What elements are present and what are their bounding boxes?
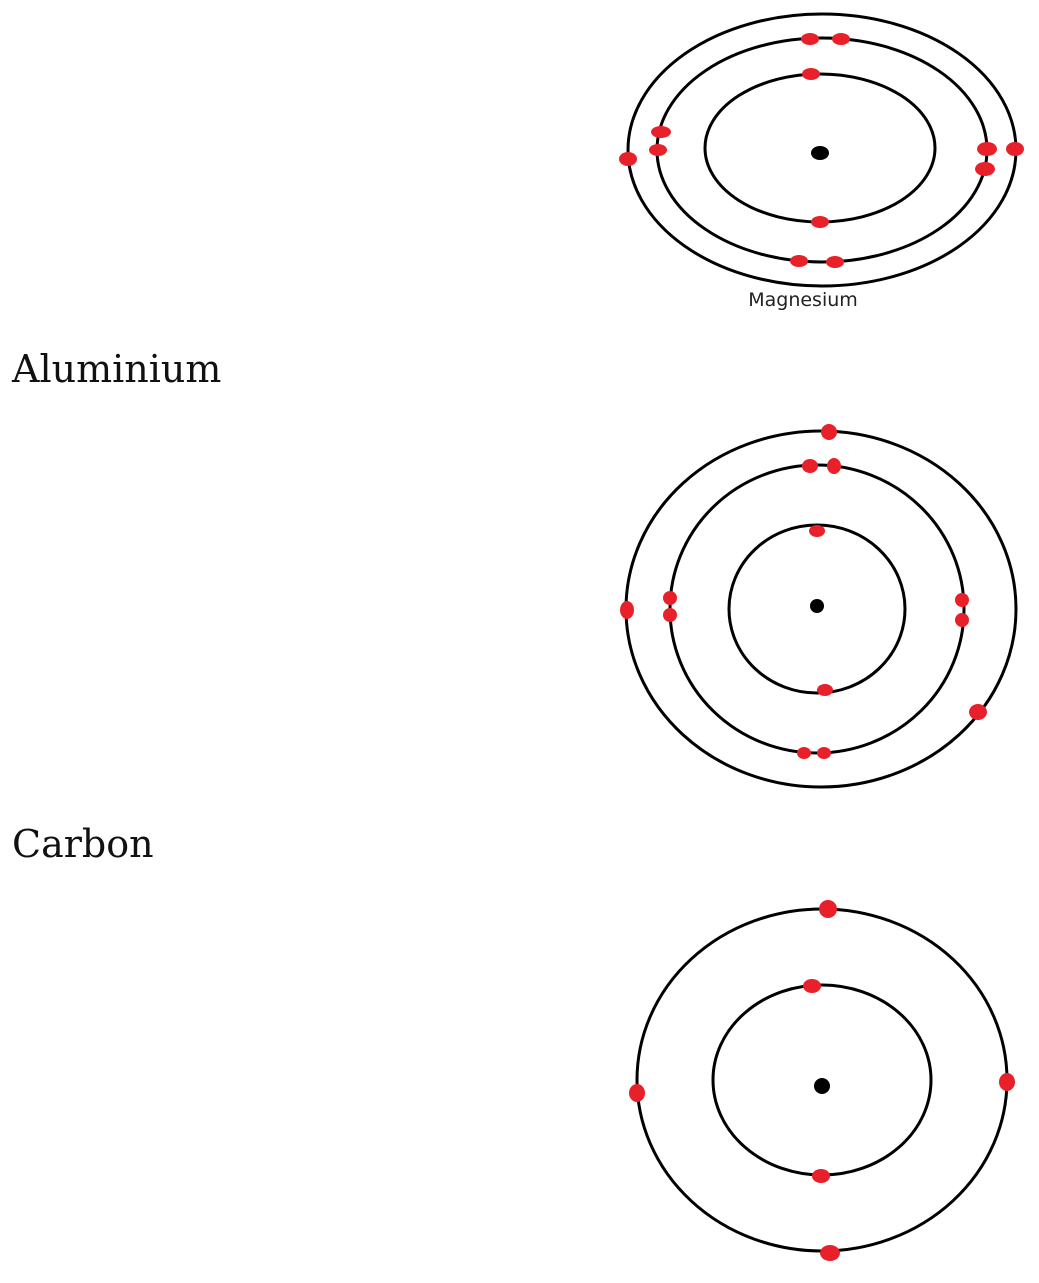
aluminium-electron [663, 608, 677, 622]
magnesium-atom-diagram: Magnesium [619, 12, 1024, 311]
magnesium-electron [619, 152, 637, 166]
aluminium-electron [802, 459, 818, 473]
magnesium-electron [801, 33, 819, 45]
magnesium-electron [1006, 142, 1024, 156]
carbon-electron [629, 1084, 645, 1102]
carbon-heading: Carbon [12, 822, 154, 866]
magnesium-electron [649, 144, 667, 156]
aluminium-electron [809, 525, 825, 537]
aluminium-nucleus [810, 599, 824, 613]
aluminium-atom-diagram [620, 424, 1018, 789]
carbon-electron [819, 900, 837, 918]
aluminium-electron [620, 601, 634, 619]
carbon-nucleus [814, 1078, 830, 1094]
magnesium-electron [832, 33, 850, 45]
aluminium-electron [797, 747, 811, 759]
carbon-atom-diagram [629, 900, 1015, 1261]
carbon-electron [820, 1245, 840, 1261]
aluminium-electron [663, 591, 677, 605]
carbon-electron [999, 1073, 1015, 1091]
aluminium-electron [955, 593, 969, 607]
magnesium-electron [826, 256, 844, 268]
magnesium-electron [975, 162, 995, 176]
aluminium-electron [817, 747, 831, 759]
aluminium-electron [827, 458, 841, 474]
magnesium-electron [977, 142, 997, 156]
magnesium-electron [811, 216, 829, 228]
aluminium-electron [817, 684, 833, 696]
carbon-electron [812, 1169, 830, 1183]
magnesium-electron [790, 255, 808, 267]
aluminium-electron [821, 424, 837, 440]
aluminium-heading: Aluminium [12, 347, 222, 391]
magnesium-electron [651, 126, 671, 138]
aluminium-electron [955, 613, 969, 627]
carbon-electron [803, 979, 821, 993]
magnesium-nucleus [811, 146, 829, 160]
aluminium-electron [969, 704, 987, 720]
magnesium-label: Magnesium [748, 289, 858, 311]
magnesium-electron [802, 68, 820, 80]
